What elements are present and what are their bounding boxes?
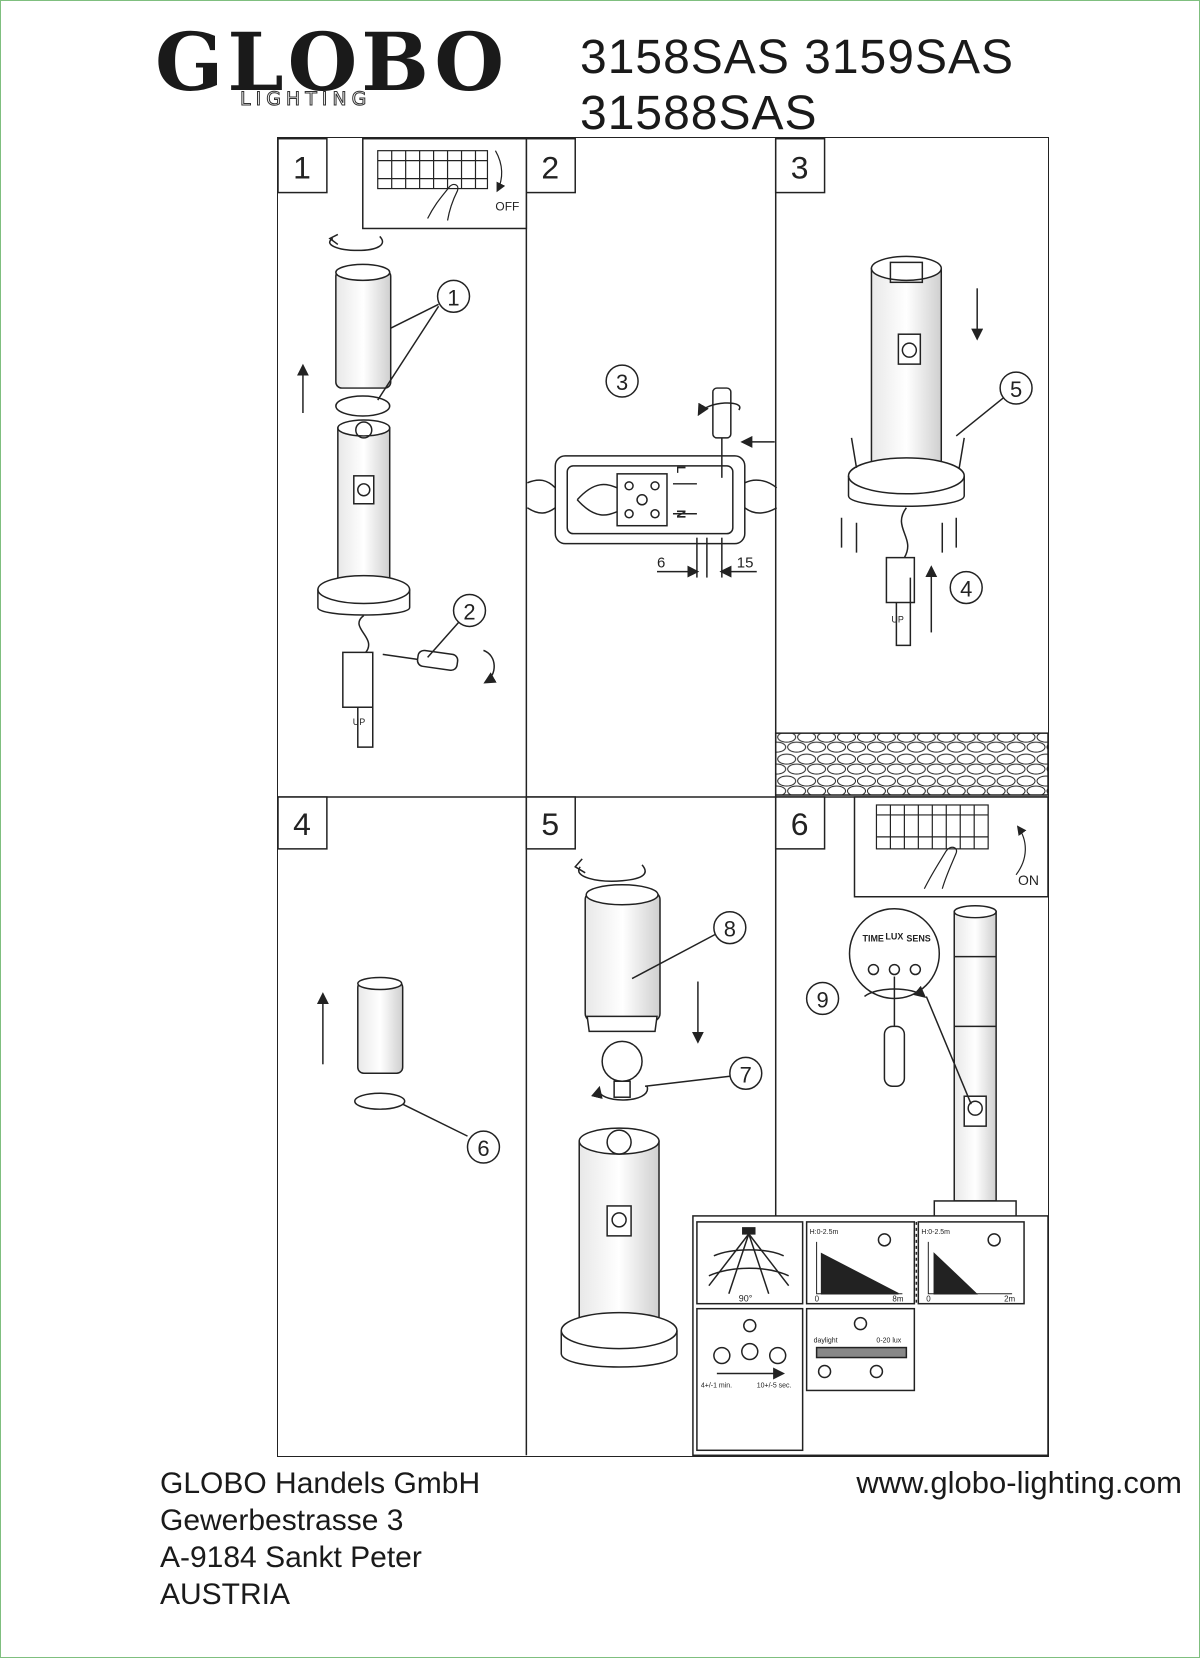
svg-text:6: 6 [791,806,809,842]
switch-off-label: OFF [495,200,519,214]
step-label-5: 5 [525,796,576,850]
svg-text:7: 7 [740,1062,752,1087]
svg-text:1: 1 [293,150,311,186]
svg-text:UP: UP [353,717,365,727]
range-1-end: 8m [892,1295,903,1304]
instruction-panels: 1 2 3 4 5 6 OFF [277,137,1049,1457]
strip-length-left: 6 [657,555,665,572]
time-max-label: 10+/-5 sec. [757,1382,792,1389]
terminal-label-l: L [674,466,688,473]
sensor-dial-drawing [848,907,941,1087]
strip-length-right: 15 [737,555,754,572]
terminal-block-drawing [526,387,778,578]
model-line-1: 3158SAS 3159SAS [580,31,1014,84]
step-label-3: 3 [774,138,826,194]
lamp-step5-drawing [560,858,704,1368]
website-link[interactable]: www.globo-lighting.com [856,1465,1182,1500]
step-label-4: 4 [278,796,328,850]
svg-text:2: 2 [463,599,475,624]
company-city: A-9184 Sankt Peter [160,1541,422,1574]
range-2-start: 0 [926,1295,931,1304]
lux-daylight-label: daylight [814,1338,838,1345]
brand-name: GLOBO [155,15,509,109]
sensor-spec-panel [692,1215,1048,1456]
range-1-start: 0 [815,1295,820,1304]
switch-on-label: ON [1018,872,1039,888]
dial-label-time: TIME [862,934,883,944]
company-country: AUSTRIA [160,1578,291,1611]
lamp-step1-drawing: UP [296,233,497,748]
callout-9: 9 [805,981,840,1016]
svg-text:2: 2 [541,150,559,186]
company-street: Gewerbestrasse 3 [160,1504,404,1537]
step-label-6: 6 [774,796,826,850]
terminal-label-n: N [674,510,688,519]
svg-text:4: 4 [960,577,972,602]
svg-text:8: 8 [724,917,736,942]
ground-gravel [774,732,1048,796]
svg-text:4: 4 [293,806,311,842]
callout-7: 7 [644,1056,763,1090]
svg-text:5: 5 [541,806,559,842]
callout-3: 3 [605,364,639,398]
callout-6: 6 [466,1130,501,1164]
lux-range-label: 0-20 lux [876,1338,901,1345]
lamp-step4-drawing [316,976,468,1137]
dial-label-sens: SENS [906,934,930,944]
step-label-2: 2 [525,138,576,194]
svg-text:3: 3 [616,370,628,395]
range-1-height: H:0-2.5m [810,1229,839,1236]
callout-1: 1 [377,279,471,401]
svg-text:UP: UP [891,614,903,624]
time-min-label: 4+/-1 min. [701,1382,732,1389]
callout-4: 4 [949,570,983,605]
svg-text:5: 5 [1010,377,1022,402]
model-line-2: 31588SAS [580,87,818,140]
lamp-step3-drawing: UP [840,255,984,647]
model-numbers: 3158SAS 3159SAS 31588SAS [580,30,1014,142]
company-name: GLOBO Handels GmbH [160,1467,481,1500]
svg-text:6: 6 [477,1136,489,1161]
breaker-on-illustration [853,796,1048,898]
range-2-end: 2m [1004,1295,1015,1304]
breaker-off-illustration [362,138,528,230]
svg-text:1: 1 [447,285,459,310]
callout-8: 8 [631,910,747,980]
callout-5: 5 [955,371,1033,437]
callout-2: 2 [427,593,487,658]
step-label-1: 1 [278,138,328,194]
range-2-height: H:0-2.5m [921,1229,950,1236]
company-address: GLOBO Handels GmbH Gewerbestrasse 3 A-91… [160,1465,480,1613]
svg-text:3: 3 [791,150,809,186]
globo-logo: GLOBO LIGHTING [155,15,509,111]
dial-label-lux: LUX [885,932,903,942]
detection-angle-label: 90° [739,1294,753,1304]
svg-text:9: 9 [816,987,828,1012]
post-lamp-drawing [925,904,1017,1218]
brand-sub: LIGHTING [239,88,372,111]
